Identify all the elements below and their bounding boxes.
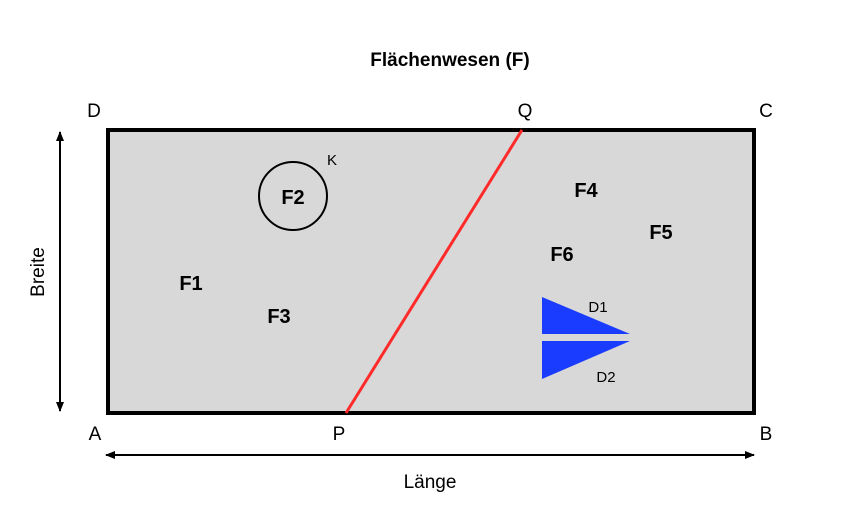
triangle-label-d2: D2 xyxy=(596,369,615,386)
region-label-f2: F2 xyxy=(281,187,304,209)
region-label-f6: F6 xyxy=(550,244,573,266)
region-label-f1: F1 xyxy=(179,273,202,295)
region-label-f5: F5 xyxy=(649,222,672,244)
surface-rectangle xyxy=(106,128,756,415)
region-label-f3: F3 xyxy=(267,306,290,328)
circle-label-k: K xyxy=(327,152,337,169)
triangle-d2 xyxy=(542,341,630,379)
point-label-p: P xyxy=(333,424,346,445)
circle-k xyxy=(258,161,328,231)
length-axis-label: Länge xyxy=(404,472,457,493)
triangle-label-d1: D1 xyxy=(588,299,607,316)
corner-label-b: B xyxy=(760,424,773,445)
region-label-f4: F4 xyxy=(574,180,598,202)
corner-label-a: A xyxy=(89,424,102,445)
diagram-title: Flächenwesen (F) xyxy=(370,50,529,71)
point-label-q: Q xyxy=(518,101,533,122)
dividing-line-pq xyxy=(344,129,524,414)
corner-label-c: C xyxy=(759,101,773,122)
corner-label-d: D xyxy=(87,101,101,122)
triangle-d1 xyxy=(542,297,630,334)
width-axis-label: Breite xyxy=(28,247,49,297)
